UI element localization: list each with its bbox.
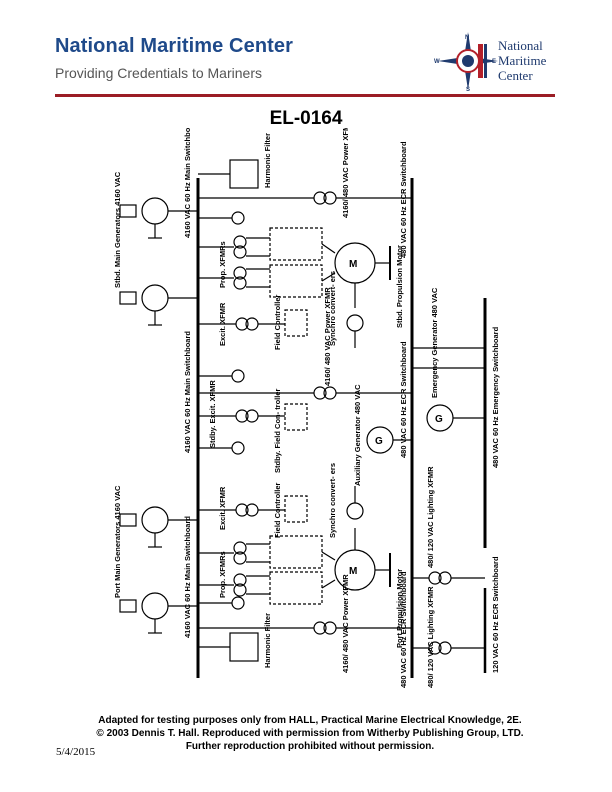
synchro-converter-bottom bbox=[346, 502, 364, 520]
prop-xfmr-bottom bbox=[198, 541, 270, 597]
footer-line-1: Adapted for testing purposes only from H… bbox=[98, 715, 522, 726]
synchro-converter-top bbox=[346, 314, 364, 332]
port-generator-2 bbox=[119, 592, 198, 634]
label-prop-xfmrs-top: Prop. XFMRs bbox=[218, 241, 227, 288]
harmonic-filter-bottom bbox=[229, 632, 259, 662]
electrical-one-line-diagram: M M G G 4160 VAC 60 Hz Main Switchboard … bbox=[113, 128, 500, 688]
power-xfmr-top bbox=[198, 191, 412, 205]
field-controller-top bbox=[284, 309, 308, 337]
label-main-swbd-port: 4160 VAC 60 Hz Main Switchboard bbox=[183, 516, 192, 638]
logo-line-3: Center bbox=[498, 68, 533, 83]
power-xfmr-bottom bbox=[198, 621, 412, 635]
label-excit-bottom: Excit. XFMR bbox=[218, 486, 227, 530]
document-date: 5/4/2015 bbox=[56, 746, 96, 758]
prop-xfmr-top bbox=[198, 235, 270, 290]
page-header-subtitle: Providing Credentials to Mariners bbox=[55, 65, 262, 81]
compass-e: E bbox=[492, 59, 496, 65]
lighting-xfmr-1 bbox=[412, 571, 485, 585]
motor-load-1 bbox=[231, 211, 245, 225]
footer-line-3: Further reproduction prohibited without … bbox=[185, 741, 435, 752]
nmc-compass-logo: N E S W bbox=[434, 32, 498, 92]
label-aux-gen: Auxiliary Generator 480 VAC bbox=[353, 384, 362, 486]
label-harmonic-top: Harmonic Filter bbox=[263, 133, 272, 188]
power-xfmr-mid bbox=[198, 386, 412, 400]
label-ecr-swbd-top: 480 VAC 60 Hz ECR Switchboard bbox=[399, 141, 408, 258]
label-field-controller-top: Field Controller bbox=[273, 295, 282, 351]
label-main-swbd-mid: 4160 VAC 60 Hz Main Switchboard bbox=[183, 331, 192, 453]
field-controller-bottom bbox=[284, 495, 308, 523]
label-harmonic-bottom: Harmonic Filter bbox=[263, 613, 272, 668]
label-port-gen: Port Main Generators 4160 VAC bbox=[113, 485, 122, 598]
logo-wordmark: National Maritime Center bbox=[498, 38, 546, 83]
lighting-xfmr-2 bbox=[412, 641, 485, 655]
header-divider bbox=[55, 94, 555, 97]
label-ecr-swbd-mid: 480 VAC 60 Hz ECR Switchboard bbox=[399, 341, 408, 458]
label-synchro-top: Synchro convert- ers bbox=[328, 271, 337, 346]
label-prop-xfmrs-bottom: Prop. XFMRs bbox=[218, 551, 227, 598]
label-port-motor: Port Propulsion Motor bbox=[395, 569, 404, 648]
port-generator-1 bbox=[119, 506, 198, 548]
port-propulsion-motor bbox=[321, 528, 391, 591]
converter-top-2 bbox=[269, 264, 323, 298]
stbd-propulsion-motor bbox=[321, 242, 391, 308]
aux-gen-symbol: G bbox=[375, 436, 383, 447]
label-swbd-120: 120 VAC 60 Hz ECR Switchboard bbox=[491, 556, 500, 673]
page-header-title: National Maritime Center bbox=[55, 35, 294, 57]
stbd-motor-symbol: M bbox=[349, 259, 357, 270]
emerg-gen-symbol: G bbox=[435, 414, 443, 425]
compass-s: S bbox=[466, 87, 470, 92]
label-emerg-gen: Emergency Generator 480 VAC bbox=[430, 287, 439, 398]
stdby-field-controller bbox=[284, 403, 308, 431]
label-power-xfmr-top: 4160/ 480 VAC Power XFMR bbox=[341, 128, 350, 218]
label-synchro-bottom: Synchro convert- ers bbox=[328, 463, 337, 538]
label-ecr-swbd-bottom: 480 VAC 60 Hz ECR Switchboard bbox=[399, 571, 408, 688]
document-id: EL-0164 bbox=[269, 108, 343, 129]
logo-line-2: Maritime bbox=[498, 53, 547, 68]
label-stbd-gen: Stbd. Main Generators 4160 VAC bbox=[113, 171, 122, 288]
label-emerg-swbd: 480 VAC 60 Hz Emergency Switchboard bbox=[491, 326, 500, 468]
port-motor-symbol: M bbox=[349, 566, 357, 577]
motor-load-3 bbox=[231, 441, 245, 455]
converter-top-1 bbox=[269, 227, 323, 261]
excit-xfmr-top bbox=[198, 317, 285, 331]
stbd-generator-1 bbox=[119, 197, 198, 239]
converter-bottom-2 bbox=[269, 571, 323, 605]
label-lighting-xfmr-1: 480/ 120 VAC Lighting XFMR bbox=[426, 466, 435, 568]
label-power-xfmr-bottom: 4160/ 480 VAC Power XFMR bbox=[341, 574, 350, 673]
label-lighting-xfmr-2: 480/ 120 VAC Lighting XFMR bbox=[426, 586, 435, 688]
motor-load-4 bbox=[231, 596, 245, 610]
label-stdby-field-controller: Stdby. Field Con- troller bbox=[273, 388, 282, 473]
label-stdby-excit: Stdby. Excit. XFMR bbox=[208, 380, 217, 448]
motor-load-2 bbox=[231, 369, 245, 383]
compass-w: W bbox=[434, 59, 440, 65]
attribution-footer: Adapted for testing purposes only from H… bbox=[60, 714, 560, 753]
compass-n: N bbox=[465, 35, 469, 41]
stdby-excit-xfmr bbox=[198, 409, 285, 423]
label-main-swbd-stbd: 4160 VAC 60 Hz Main Switchboard bbox=[183, 128, 192, 238]
label-stbd-motor: Stbd. Propulsion Motor bbox=[395, 245, 404, 328]
excit-xfmr-bottom bbox=[198, 503, 285, 517]
label-field-controller-bottom: Field Controller bbox=[273, 483, 282, 539]
stbd-generator-2 bbox=[119, 284, 198, 326]
label-power-xfmr-mid: 4160/ 480 VAC Power XFMR bbox=[323, 287, 332, 386]
converter-bottom-1 bbox=[269, 535, 323, 569]
harmonic-filter-top bbox=[229, 159, 259, 189]
footer-line-2: © 2003 Dennis T. Hall. Reproduced with p… bbox=[96, 728, 524, 739]
logo-line-1: National bbox=[498, 38, 543, 53]
label-excit-top: Excit. XFMR bbox=[218, 302, 227, 346]
compass-rose-icon bbox=[438, 32, 498, 90]
